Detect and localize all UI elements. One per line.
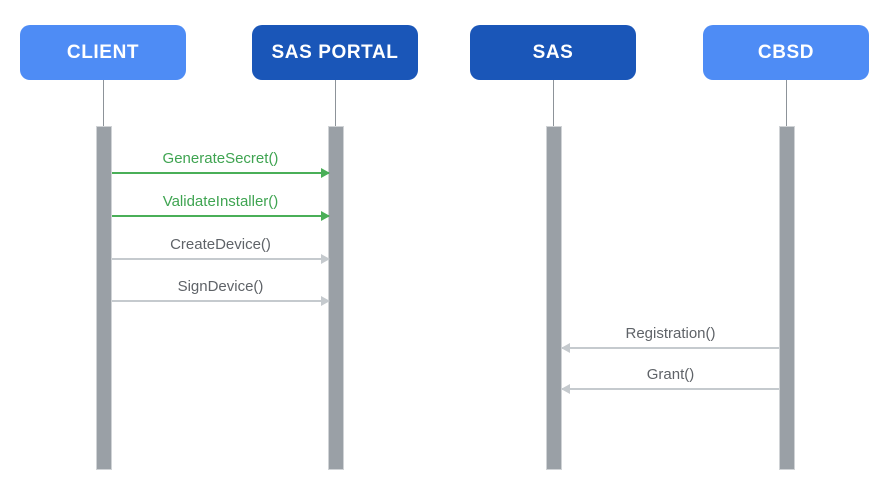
arrow-head-right-icon bbox=[321, 254, 330, 264]
participant-label-sas: SAS bbox=[532, 41, 574, 63]
message-label-generate-secret: GenerateSecret() bbox=[162, 150, 279, 167]
participant-label-sas-portal: SAS PORTAL bbox=[271, 41, 399, 63]
participant-client[interactable]: CLIENT bbox=[20, 25, 186, 80]
message-line-create-device bbox=[112, 258, 329, 260]
arrow-head-right-icon bbox=[321, 296, 330, 306]
message-label-sign-device: SignDevice() bbox=[177, 278, 264, 295]
message-label-registration: Registration() bbox=[625, 325, 716, 342]
message-line-sign-device bbox=[112, 300, 329, 302]
message-label-grant: Grant() bbox=[646, 366, 695, 383]
message-line-grant bbox=[562, 388, 779, 390]
message-label-validate-installer: ValidateInstaller() bbox=[162, 193, 279, 210]
message-line-registration bbox=[562, 347, 779, 349]
message-generate-secret[interactable]: GenerateSecret() bbox=[112, 150, 330, 178]
message-label-create-device: CreateDevice() bbox=[170, 236, 271, 253]
arrow-head-left-icon bbox=[561, 343, 570, 353]
participant-label-cbsd: CBSD bbox=[757, 41, 815, 63]
activation-bar-sas bbox=[546, 126, 562, 470]
message-line-generate-secret bbox=[112, 172, 329, 174]
participant-sas-portal[interactable]: SAS PORTAL bbox=[252, 25, 418, 80]
participant-label-client: CLIENT bbox=[66, 41, 140, 63]
message-create-device[interactable]: CreateDevice() bbox=[112, 236, 330, 264]
message-registration[interactable]: Registration() bbox=[561, 325, 779, 353]
arrow-head-left-icon bbox=[561, 384, 570, 394]
activation-bar-sas-portal bbox=[328, 126, 344, 470]
activation-bar-cbsd bbox=[779, 126, 795, 470]
participant-sas[interactable]: SAS bbox=[470, 25, 636, 80]
activation-bar-client bbox=[96, 126, 112, 470]
arrow-head-right-icon bbox=[321, 168, 330, 178]
message-validate-installer[interactable]: ValidateInstaller() bbox=[112, 193, 330, 221]
message-line-validate-installer bbox=[112, 215, 329, 217]
participant-cbsd[interactable]: CBSD bbox=[703, 25, 869, 80]
message-grant[interactable]: Grant() bbox=[561, 366, 779, 394]
arrow-head-right-icon bbox=[321, 211, 330, 221]
message-sign-device[interactable]: SignDevice() bbox=[112, 278, 330, 306]
